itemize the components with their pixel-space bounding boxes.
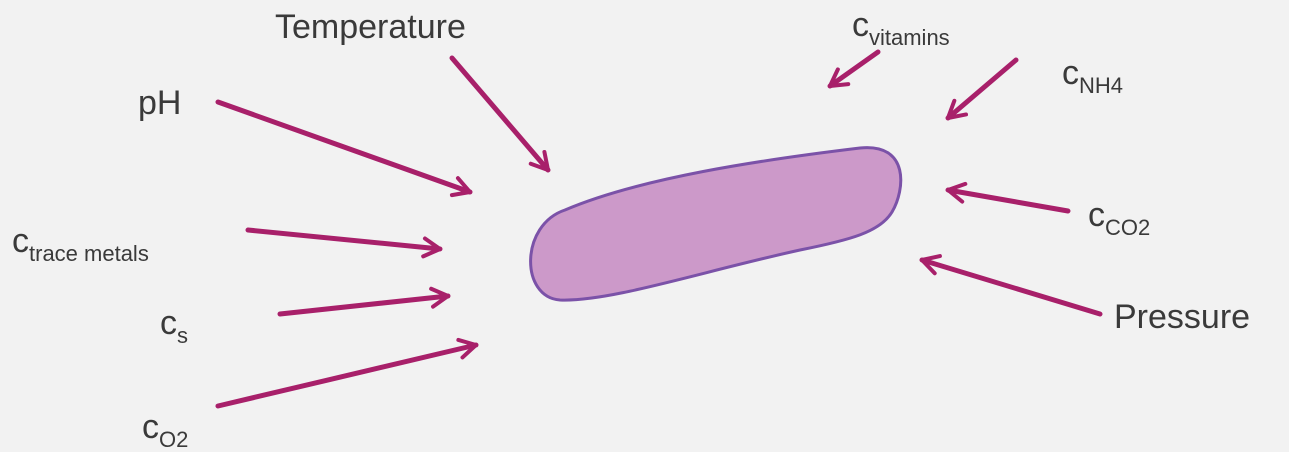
label-c-trace-metals: ctrace metals (12, 224, 149, 258)
label-c-o2-base: c (142, 408, 159, 446)
arrow-temperature (452, 58, 548, 170)
arrow-c-vitamins (830, 52, 878, 86)
arrow-c-s (280, 296, 448, 314)
label-c-s-sub: s (177, 323, 188, 348)
label-c-s: cs (160, 306, 188, 340)
label-c-nh4-sub: NH4 (1079, 73, 1123, 98)
label-c-o2: cO2 (142, 410, 188, 444)
label-c-o2-sub: O2 (159, 427, 188, 452)
label-c-vitamins-base: c (852, 6, 869, 44)
label-c-vitamins: cvitamins (852, 8, 950, 42)
arrow-c-co2 (948, 190, 1068, 211)
arrow-pressure (922, 260, 1100, 314)
arrow-c-nh4 (948, 60, 1016, 118)
label-c-co2-base: c (1088, 196, 1105, 234)
label-c-trace-metals-base: c (12, 222, 29, 260)
label-c-vitamins-sub: vitamins (869, 25, 950, 50)
label-c-co2-sub: CO2 (1105, 215, 1150, 240)
label-temperature: Temperature (275, 10, 466, 44)
label-c-nh4: cNH4 (1062, 56, 1123, 90)
label-c-s-base: c (160, 304, 177, 342)
arrow-ph (218, 102, 470, 192)
label-c-trace-metals-sub: trace metals (29, 241, 149, 266)
arrow-c-o2 (218, 345, 476, 406)
label-c-nh4-base: c (1062, 54, 1079, 92)
label-pressure: Pressure (1114, 300, 1250, 334)
label-ph: pH (138, 86, 181, 120)
cell-body (531, 148, 901, 300)
arrow-c-trace-metals (248, 230, 440, 249)
label-c-co2: cCO2 (1088, 198, 1150, 232)
